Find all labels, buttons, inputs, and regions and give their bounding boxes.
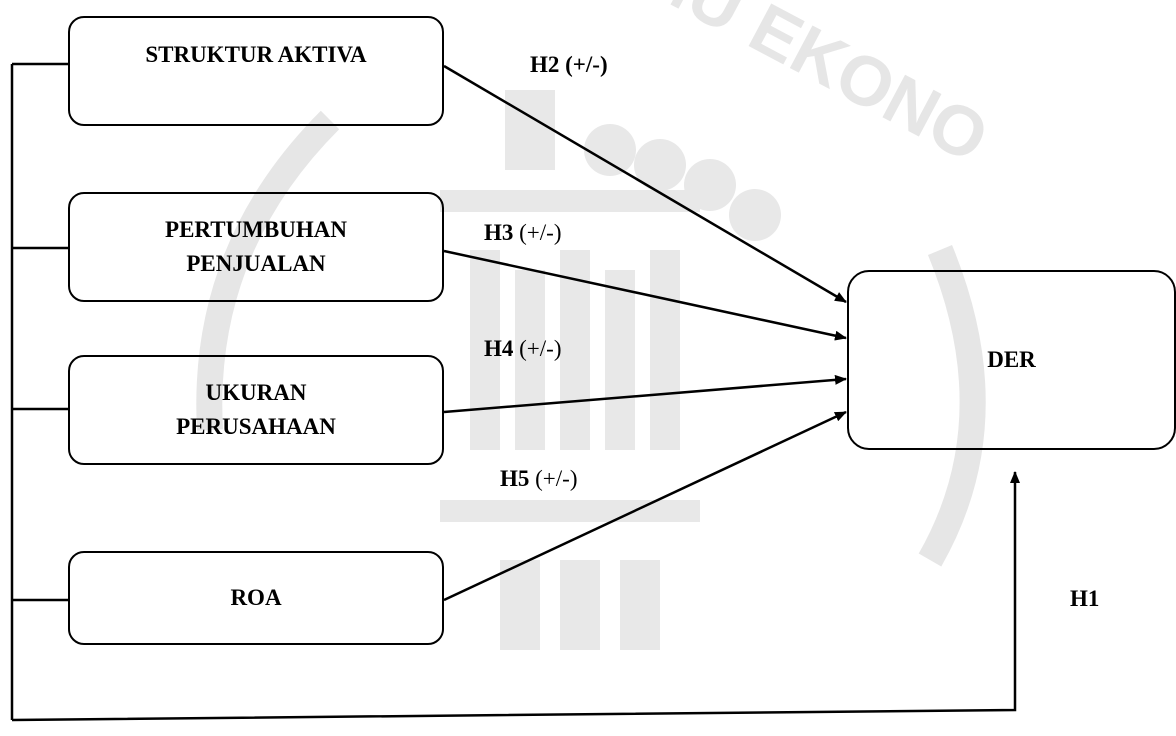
node-struktur-aktiva: STRUKTUR AKTIVA — [68, 16, 444, 126]
node-ukuran-perusahaan: UKURAN PERUSAHAAN — [68, 355, 444, 465]
hypothesis-id: H5 — [500, 466, 530, 491]
hypothesis-sign: (+/-) — [529, 466, 578, 491]
node-label-line1: UKURAN — [205, 380, 307, 405]
h3-arrow — [443, 249, 847, 341]
h1-path — [11, 471, 1020, 722]
h2-arrow — [443, 64, 847, 304]
hypothesis-sign: (+/-) — [513, 336, 562, 361]
hypothesis-h1-label: H1 — [1070, 586, 1100, 611]
hypothesis-sign: (+/-) — [513, 220, 562, 245]
hypothesis-sign: (+/-) — [559, 52, 608, 77]
node-pertumbuhan-penjualan: PERTUMBUHAN PENJUALAN — [68, 192, 444, 302]
node-roa: ROA — [68, 551, 444, 645]
node-label: ROA — [230, 585, 282, 610]
hypothesis-id: H2 — [530, 52, 560, 77]
node-label-line2: PENJUALAN — [186, 251, 326, 276]
hypothesis-id: H3 — [484, 220, 514, 245]
hypothesis-h4-label: H4 (+/-) — [484, 336, 561, 362]
hypothesis-h5-label: H5 (+/-) — [500, 466, 577, 492]
hypothesis-h3-label: H3 (+/-) — [484, 220, 561, 246]
node-der: DER — [847, 270, 1176, 450]
hypothesis-h2-label: H2 (+/-) — [530, 52, 608, 78]
hypothesis-id: H4 — [484, 336, 514, 361]
node-label-line2: PERUSAHAAN — [176, 414, 336, 439]
node-label: STRUKTUR AKTIVA — [145, 42, 367, 67]
node-label-line1: PERTUMBUHAN — [165, 217, 347, 242]
node-label: DER — [987, 347, 1036, 372]
h4-arrow — [443, 374, 847, 414]
h5-arrow — [443, 410, 847, 602]
